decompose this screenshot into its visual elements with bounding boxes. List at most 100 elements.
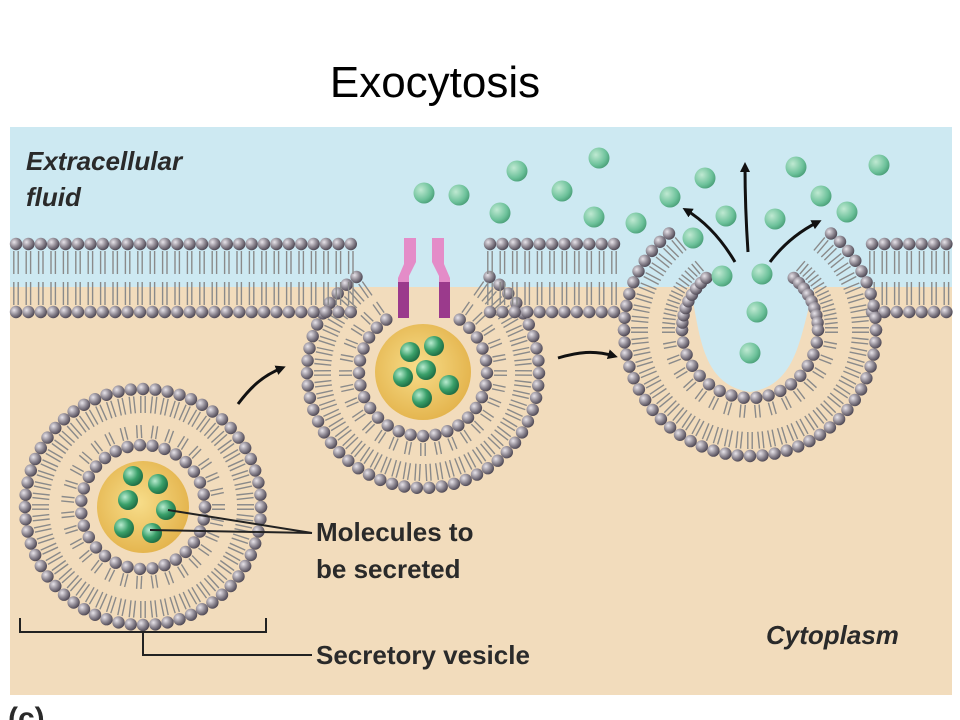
lipid-head	[133, 562, 147, 576]
lipid-tail	[374, 429, 383, 442]
lipid-tail	[844, 366, 862, 375]
lipid-head	[133, 237, 147, 251]
lipid-tail	[473, 281, 485, 296]
secreted-molecule	[400, 342, 420, 362]
lipid-tail	[843, 282, 860, 291]
lipid-head	[198, 500, 212, 514]
lipid-head	[71, 305, 85, 319]
lipid-tail	[716, 427, 724, 445]
lipid-head	[653, 235, 667, 248]
lipid-tail	[671, 239, 684, 254]
lipid-head	[381, 419, 394, 432]
lipid-head	[82, 470, 96, 484]
lipid-tail	[448, 459, 455, 477]
lipid-head	[357, 342, 370, 355]
lipid-tail	[373, 454, 383, 470]
lipid-tail	[512, 393, 529, 400]
lipid-tail	[830, 256, 845, 269]
lipid-head	[447, 477, 461, 490]
lipid-head	[869, 323, 883, 337]
lipid-tail	[32, 513, 50, 518]
lipid-tail	[461, 301, 470, 314]
lipid-head	[533, 305, 546, 319]
lipid-tail	[678, 277, 690, 287]
lipid-head	[19, 488, 32, 501]
lipid-tail	[691, 418, 701, 435]
lipid-tail	[169, 400, 176, 418]
fused-pocket	[690, 287, 815, 392]
lipid-tail	[633, 351, 651, 357]
lipid-head	[257, 237, 271, 251]
lipid-head	[583, 237, 596, 251]
lipid-tail	[40, 463, 57, 472]
lipid-head	[452, 419, 465, 432]
lipid-tail	[815, 407, 828, 422]
lipid-tail	[451, 436, 458, 450]
lipid-tail	[505, 412, 521, 422]
lipid-tail	[470, 423, 481, 434]
lipid-tail	[325, 412, 341, 422]
lipid-head	[169, 448, 182, 461]
lipid-head	[195, 305, 209, 319]
lipid-tail	[66, 425, 80, 440]
lipid-head	[849, 254, 862, 267]
lipid-head	[350, 270, 363, 284]
lipid-tail	[640, 370, 657, 379]
lipid-head	[380, 313, 393, 326]
lipid-head	[340, 278, 353, 291]
lipid-tail	[418, 463, 421, 482]
lipid-tail	[200, 461, 212, 470]
lipid-tail	[823, 400, 837, 414]
lipid-head	[41, 570, 54, 583]
lipid-tail	[47, 448, 64, 459]
lipid-head	[662, 227, 676, 240]
lipid-head	[206, 405, 219, 418]
lipid-tail	[632, 347, 650, 352]
secreted-molecule	[114, 518, 134, 538]
lipid-head	[854, 383, 868, 396]
lipid-head	[607, 237, 621, 251]
lipid-tail	[316, 389, 333, 395]
lipid-head	[183, 305, 196, 319]
lipid-head	[792, 440, 805, 453]
lipid-tail	[66, 574, 80, 589]
released-molecule	[682, 227, 704, 249]
lipid-tail	[93, 562, 104, 574]
lipid-tail	[90, 443, 100, 455]
lipid-tail	[37, 537, 55, 545]
lipid-head	[423, 481, 436, 494]
secreted-molecule	[148, 474, 168, 494]
lipid-head	[371, 411, 385, 424]
lipid-head	[762, 389, 775, 402]
lipid-head	[469, 401, 483, 415]
released-molecule	[448, 184, 470, 206]
lipid-tail	[656, 392, 671, 405]
lipid-head	[24, 537, 37, 550]
lipid-tail	[821, 303, 835, 309]
lipid-head	[607, 305, 621, 319]
lipid-head	[24, 464, 37, 477]
lipid-head	[67, 596, 80, 609]
lipid-tail	[663, 247, 677, 261]
released-molecule	[694, 167, 716, 189]
lipid-tail	[206, 425, 220, 440]
lipid-tail	[806, 378, 817, 389]
lipid-tail	[500, 421, 516, 432]
lipid-tail	[514, 384, 532, 388]
lipid-tail	[507, 328, 524, 338]
lipid-tail	[799, 418, 809, 435]
lipid-tail	[197, 547, 210, 557]
lipid-tail	[640, 282, 657, 291]
lipid-tail	[705, 424, 714, 442]
released-molecule	[739, 342, 761, 364]
lipid-head	[459, 473, 472, 487]
lipid-tail	[846, 361, 864, 368]
lipid-head	[324, 436, 338, 449]
lipid-tail	[483, 440, 496, 455]
lipid-tail	[761, 431, 765, 449]
lipid-head	[232, 431, 245, 444]
lipid-tail	[191, 586, 202, 603]
lipid-tail	[739, 431, 743, 449]
released-molecule	[413, 182, 435, 204]
lipid-tail	[743, 404, 746, 418]
